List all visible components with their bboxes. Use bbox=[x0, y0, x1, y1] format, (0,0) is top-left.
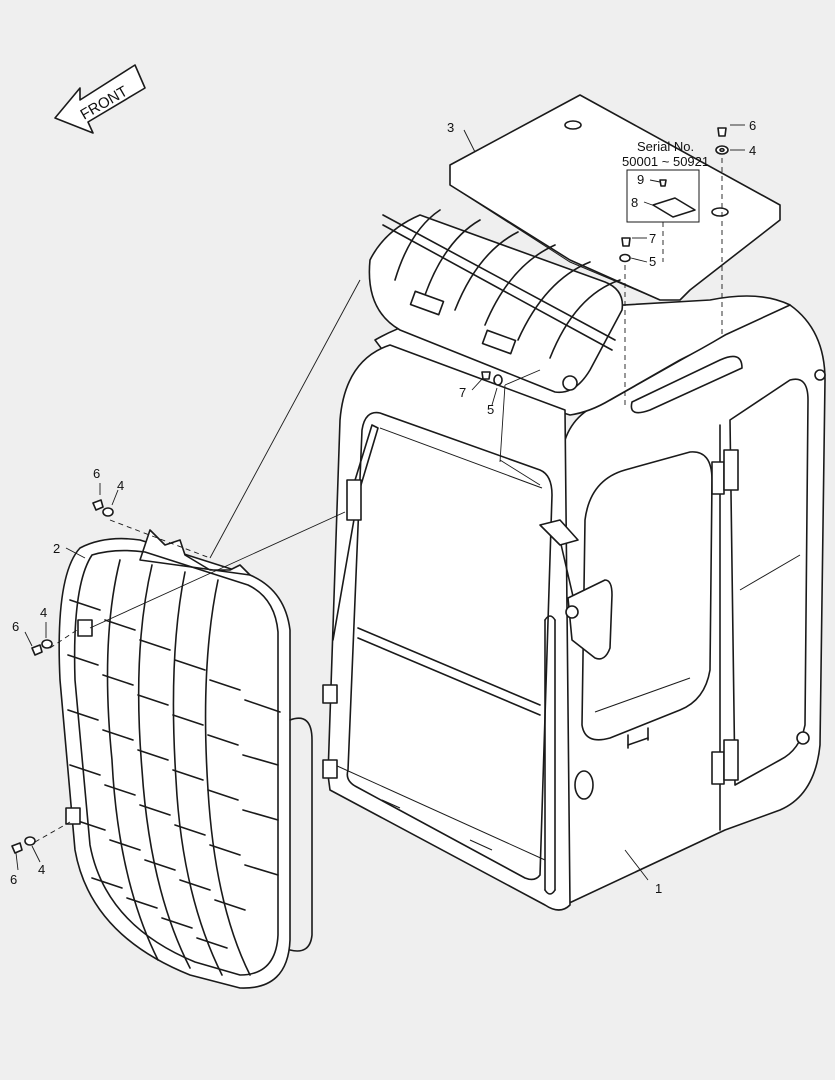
serial-title: Serial No. bbox=[637, 139, 694, 154]
roof-cover bbox=[449, 94, 781, 301]
callout-4-guard-top: 4 bbox=[117, 478, 124, 493]
callout-6-guard-top: 6 bbox=[93, 466, 100, 481]
callout-6-top-right: 6 bbox=[749, 118, 756, 133]
callout-labels: Serial No. 50001 ~ 50921 1 2 3 6 4 9 8 7… bbox=[10, 118, 756, 896]
callout-9: 9 bbox=[637, 172, 644, 187]
hardware-items bbox=[11, 127, 729, 854]
callout-2: 2 bbox=[53, 541, 60, 556]
callout-4-guard-mid: 4 bbox=[40, 605, 47, 620]
cab-body bbox=[322, 295, 826, 911]
leader-lines bbox=[15, 124, 745, 881]
callout-8: 8 bbox=[631, 195, 638, 210]
callout-5-lower: 5 bbox=[487, 402, 494, 417]
callout-4-top-right: 4 bbox=[749, 143, 756, 158]
callout-3: 3 bbox=[447, 120, 454, 135]
callout-5-upper: 5 bbox=[649, 254, 656, 269]
rear-guard bbox=[58, 529, 313, 989]
callout-1: 1 bbox=[655, 881, 662, 896]
front-direction-arrow: FRONT bbox=[54, 64, 146, 134]
callout-7-lower: 7 bbox=[459, 385, 466, 400]
callout-6-guard-mid: 6 bbox=[12, 619, 19, 634]
serial-range: 50001 ~ 50921 bbox=[622, 154, 709, 169]
callout-4-guard-bottom: 4 bbox=[38, 862, 45, 877]
callout-6-guard-bottom: 6 bbox=[10, 872, 17, 887]
callout-7-upper: 7 bbox=[649, 231, 656, 246]
top-guard bbox=[368, 209, 624, 394]
